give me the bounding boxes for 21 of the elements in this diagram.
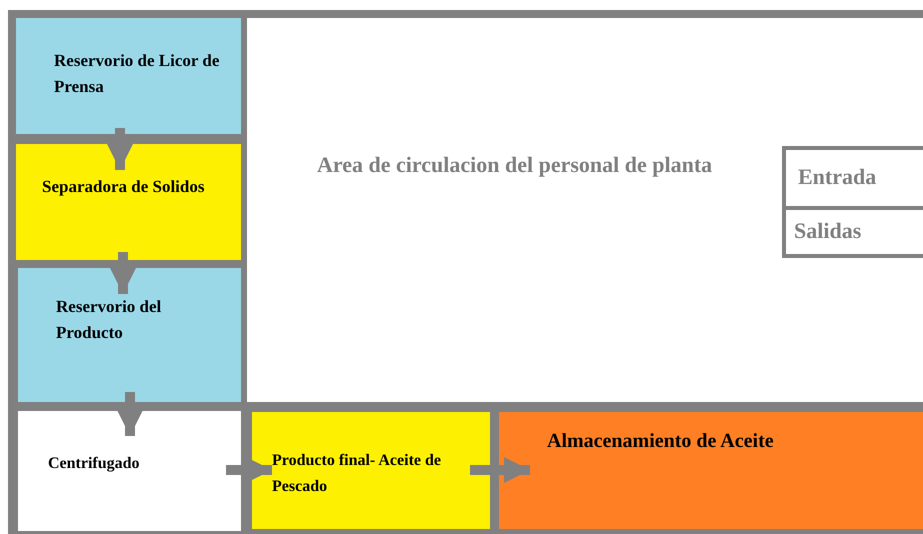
arrow bbox=[470, 457, 530, 483]
room-label: Separadora de Solidos bbox=[42, 176, 204, 198]
room-label: Reservorio del Producto bbox=[56, 296, 162, 344]
room-label: Almacenamiento de Aceite bbox=[547, 429, 774, 454]
room bbox=[252, 412, 490, 529]
room bbox=[16, 18, 241, 134]
room bbox=[247, 18, 923, 402]
arrow bbox=[226, 457, 272, 483]
room bbox=[18, 411, 241, 531]
arrow bbox=[110, 252, 136, 294]
arrow bbox=[107, 128, 133, 170]
room-label: Producto final- Aceite de Pescado bbox=[272, 451, 442, 497]
room bbox=[499, 412, 923, 529]
room-label: Entrada bbox=[798, 164, 876, 190]
room-label: Area de circulacion del personal de planta bbox=[317, 152, 712, 178]
arrow bbox=[117, 392, 143, 436]
room bbox=[16, 144, 241, 260]
room bbox=[18, 268, 241, 402]
room-label: Reservorio de Licor de Prensa bbox=[54, 50, 220, 98]
room-label: Centrifugado bbox=[48, 454, 140, 474]
room-label: Salidas bbox=[794, 218, 862, 244]
